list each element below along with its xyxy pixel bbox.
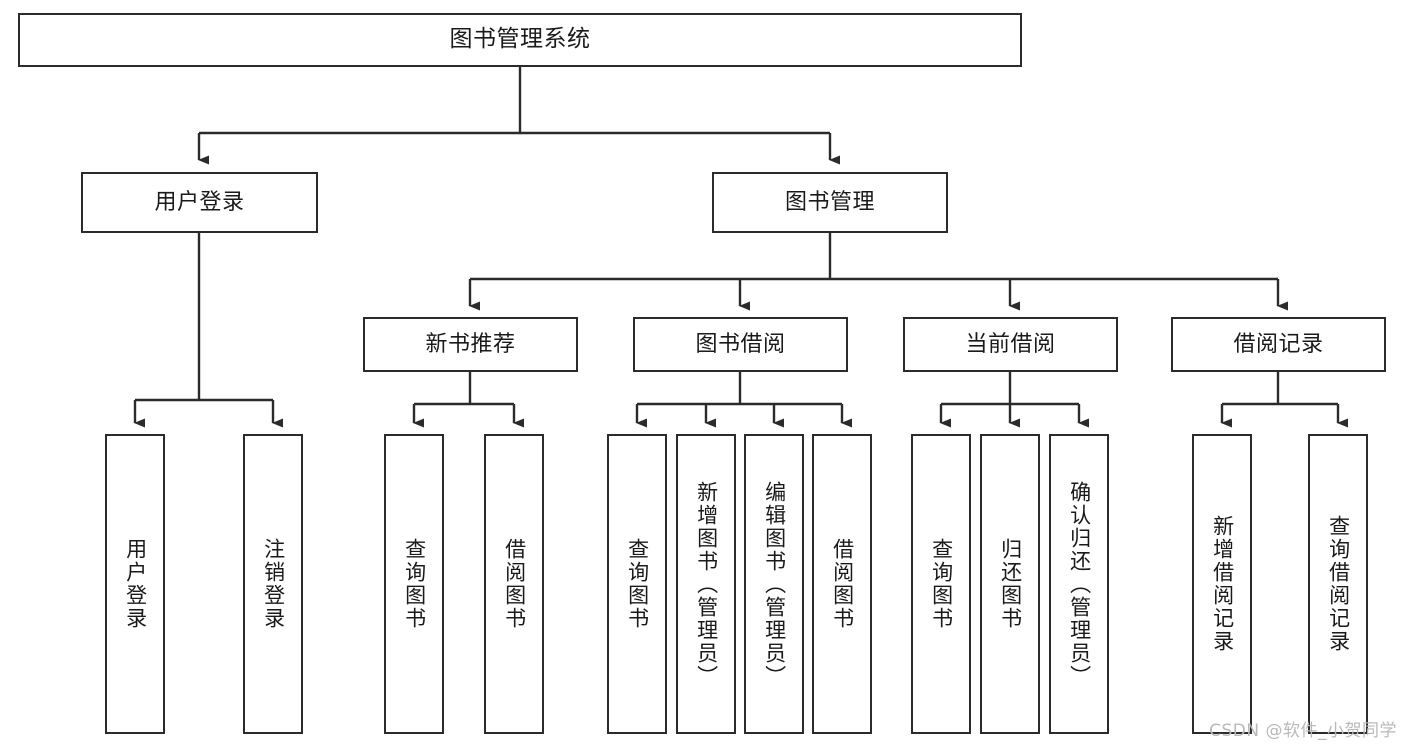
node-borrow-record[interactable]: 借阅记录 [1171, 317, 1386, 372]
node-leaf-add-borrow-record[interactable]: 新增借阅记录 [1192, 434, 1252, 734]
node-root-system[interactable]: 图书管理系统 [18, 13, 1022, 67]
node-leaf-confirm-return-admin[interactable]: 确认归还（管理员） [1049, 434, 1109, 734]
csdn-watermark: CSDN @软件_小贺同学 [1209, 721, 1397, 741]
node-leaf-borrow-book-recommend[interactable]: 借阅图书 [484, 434, 544, 734]
node-leaf-edit-book-admin[interactable]: 编辑图书（管理员） [744, 434, 804, 734]
node-label: 用户登录 [154, 189, 245, 215]
node-label: 查询图书 [625, 538, 650, 630]
node-label: 图书管理系统 [449, 26, 591, 53]
node-label: 借阅图书 [830, 538, 855, 630]
node-book-management[interactable]: 图书管理 [712, 172, 948, 233]
node-label: 归还图书 [998, 538, 1023, 630]
node-label: 查询借阅记录 [1326, 515, 1351, 653]
node-label: 用户登录 [123, 538, 148, 630]
node-label: 当前借阅 [965, 331, 1056, 357]
node-leaf-query-book-recommend[interactable]: 查询图书 [384, 434, 444, 734]
node-label: 查询图书 [929, 538, 954, 630]
node-leaf-add-book-admin[interactable]: 新增图书（管理员） [676, 434, 736, 734]
node-leaf-user-login[interactable]: 用户登录 [105, 434, 165, 734]
node-user-login[interactable]: 用户登录 [81, 172, 318, 233]
node-label: 新增借阅记录 [1210, 515, 1235, 653]
node-label: 注销登录 [261, 538, 286, 630]
node-leaf-query-book-borrow[interactable]: 查询图书 [607, 434, 667, 734]
node-label: 图书管理 [784, 189, 875, 215]
node-leaf-return-book[interactable]: 归还图书 [980, 434, 1040, 734]
node-leaf-logout[interactable]: 注销登录 [243, 434, 303, 734]
node-leaf-query-borrow-record[interactable]: 查询借阅记录 [1308, 434, 1368, 734]
node-current-borrow[interactable]: 当前借阅 [903, 317, 1118, 372]
node-label: 借阅记录 [1233, 331, 1324, 357]
node-new-book-recommend[interactable]: 新书推荐 [363, 317, 578, 372]
node-label: 借阅图书 [502, 538, 527, 630]
node-label: 确认归还（管理员） [1067, 480, 1092, 688]
node-label: 新书推荐 [425, 331, 516, 357]
node-label: 查询图书 [402, 538, 427, 630]
node-label: 图书借阅 [695, 331, 786, 357]
node-book-borrow[interactable]: 图书借阅 [633, 317, 848, 372]
node-leaf-borrow-book[interactable]: 借阅图书 [812, 434, 872, 734]
node-label: 编辑图书（管理员） [762, 480, 787, 688]
node-label: 新增图书（管理员） [694, 480, 719, 688]
node-leaf-query-book-current[interactable]: 查询图书 [911, 434, 971, 734]
